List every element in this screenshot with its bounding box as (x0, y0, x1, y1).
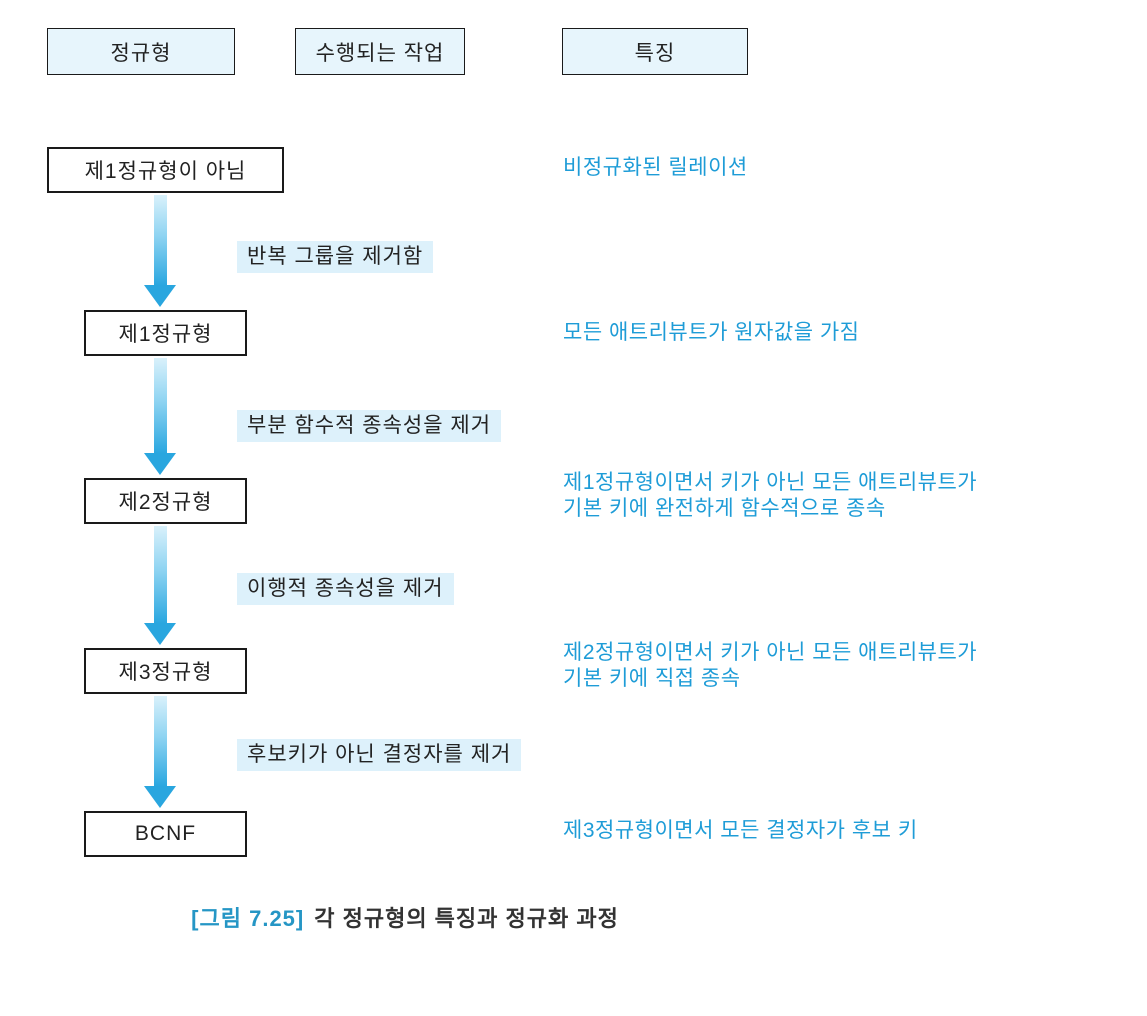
arrow-shaft (153, 358, 167, 453)
arrow-shaft (153, 195, 167, 285)
feature-line: 기본 키에 완전하게 함수적으로 종속 (563, 497, 886, 520)
node-not-1nf: 제1정규형이 아님 (47, 147, 284, 193)
figure-caption-title: 각 정규형의 특징과 정규화 과정 (314, 906, 619, 931)
figure-caption-number: [그림 7.25] (191, 906, 305, 931)
arrow-shaft (153, 526, 167, 623)
arrow-head (144, 285, 176, 307)
feature-line: 제1정규형이면서 키가 아닌 모든 애트리뷰트가 (563, 471, 978, 494)
column-header-characteristic: 특징 (562, 28, 748, 75)
node-3nf: 제3정규형 (84, 648, 247, 694)
down-arrow-icon (144, 358, 176, 475)
node-2nf: 제2정규형 (84, 478, 247, 524)
feature-unnormalized-relation: 비정규화된 릴레이션 (563, 155, 748, 181)
action-remove-transitive-dependency: 이행적 종속성을 제거 (237, 573, 454, 605)
down-arrow-icon (144, 195, 176, 307)
feature-line: 비정규화된 릴레이션 (563, 156, 748, 179)
feature-line: 모든 애트리뷰트가 원자값을 가짐 (563, 321, 860, 344)
arrow-head (144, 786, 176, 808)
feature-line: 제3정규형이면서 모든 결정자가 후보 키 (563, 819, 918, 842)
feature-bcnf: 제3정규형이면서 모든 결정자가 후보 키 (563, 818, 918, 844)
column-header-normal-form: 정규형 (47, 28, 235, 75)
feature-2nf: 제1정규형이면서 키가 아닌 모든 애트리뷰트가 기본 키에 완전하게 함수적으… (563, 470, 977, 522)
action-remove-non-candidate-key-determinant: 후보키가 아닌 결정자를 제거 (237, 739, 522, 771)
action-remove-partial-dependency: 부분 함수적 종속성을 제거 (237, 410, 502, 442)
feature-line: 제2정규형이면서 키가 아닌 모든 애트리뷰트가 (563, 641, 978, 664)
column-header-operation: 수행되는 작업 (295, 28, 465, 75)
arrow-shaft (153, 696, 167, 786)
action-remove-repeating-groups: 반복 그룹을 제거함 (237, 241, 434, 273)
figure-caption: [그림 7.25] 각 정규형의 특징과 정규화 과정 (0, 901, 810, 933)
feature-line: 기본 키에 직접 종속 (563, 667, 741, 690)
feature-3nf: 제2정규형이면서 키가 아닌 모든 애트리뷰트가 기본 키에 직접 종속 (563, 640, 977, 692)
feature-1nf: 모든 애트리뷰트가 원자값을 가짐 (563, 320, 859, 346)
down-arrow-icon (144, 696, 176, 808)
node-1nf: 제1정규형 (84, 310, 247, 356)
arrow-head (144, 623, 176, 645)
node-bcnf: BCNF (84, 811, 247, 857)
down-arrow-icon (144, 526, 176, 645)
arrow-head (144, 453, 176, 475)
